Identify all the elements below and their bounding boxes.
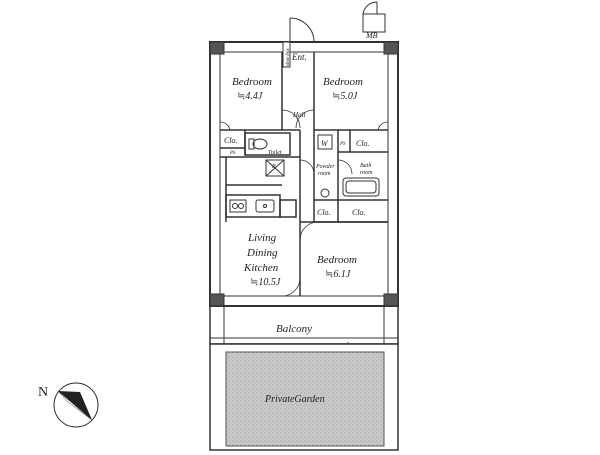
ps-label-right: PS	[339, 142, 346, 147]
bedroom1-size: ≒4.4J	[237, 91, 263, 102]
bathtub-icon	[342, 177, 380, 197]
fridge-label: R	[271, 164, 276, 170]
bath-room-label-2: room	[360, 170, 373, 176]
stove-icon	[229, 199, 247, 213]
hall-label: Hall	[292, 111, 306, 119]
closet-label-bottom-1: Clo.	[317, 208, 331, 217]
washer-marker	[317, 134, 333, 150]
toilet-icon	[248, 138, 268, 150]
bedroom3-size: ≒6.1J	[325, 269, 351, 280]
north-compass-icon	[53, 382, 99, 428]
ent-label: Ent.	[291, 52, 307, 62]
balcony-label: Balcony	[276, 323, 312, 335]
closet-label-bottom-2: Clo.	[352, 208, 366, 217]
meter-box	[362, 1, 386, 33]
ldk-label-2: Dining	[246, 247, 278, 259]
bedroom2-label: Bedroom	[323, 76, 363, 88]
garden-label: PrivateGarden	[264, 394, 325, 405]
washbasin-icon	[320, 188, 330, 198]
bedroom1-label: Bedroom	[232, 76, 272, 88]
bath-room-label-1: Bath	[360, 163, 371, 169]
powder-room-label-2: room	[318, 171, 331, 177]
entrance-door	[282, 17, 315, 68]
mb-label: MB	[365, 31, 378, 40]
ps-label-left: PS	[229, 151, 236, 156]
interior-walls	[220, 52, 388, 296]
sink-icon	[255, 199, 275, 213]
ldk-label-1: Living	[247, 232, 277, 244]
private-garden	[209, 343, 399, 451]
closet-label-top-left: Clo.	[224, 136, 238, 145]
toilet-label: Toilet	[268, 150, 282, 156]
shoebox-label: shoe box	[286, 48, 291, 66]
bedroom3-label: Bedroom	[317, 254, 357, 266]
closet-label-top-right: Clo.	[356, 139, 370, 148]
washer-label: W	[321, 139, 329, 148]
bedroom2-size: ≒5.0J	[332, 91, 358, 102]
north-label: N	[38, 385, 48, 400]
door-swings	[219, 109, 389, 357]
fridge-marker	[265, 159, 285, 177]
ldk-label-3: Kitchen	[243, 262, 279, 274]
powder-room-label-1: Powder	[315, 164, 335, 170]
ldk-size: ≒10.5J	[250, 277, 281, 288]
